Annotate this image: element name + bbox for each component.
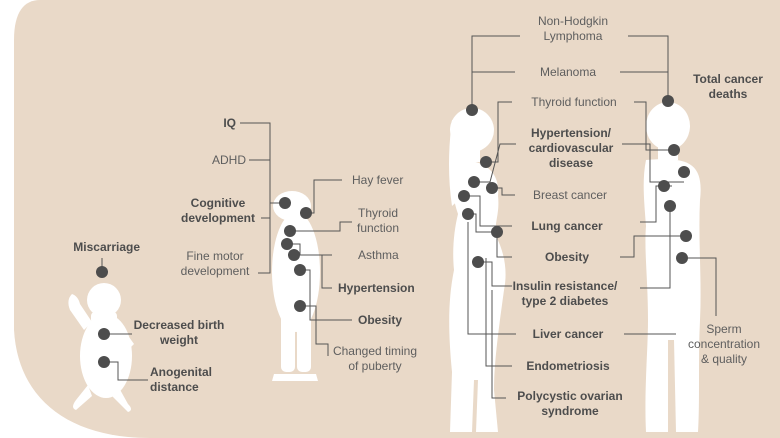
dot-man-obesity bbox=[680, 230, 692, 242]
dot-woman-liver bbox=[462, 208, 474, 220]
label-polycystic-ovarian-syndrome: Polycystic ovarian syndrome bbox=[506, 389, 634, 419]
label-decreased-birth-weight: Decreased birth weight bbox=[124, 318, 234, 348]
dot-miscarriage bbox=[96, 266, 108, 278]
dot-man-lung bbox=[658, 180, 670, 192]
label-adhd: ADHD bbox=[170, 153, 246, 168]
label-breast-cancer: Breast cancer bbox=[515, 188, 625, 203]
label-adult-obesity: Obesity bbox=[512, 250, 622, 265]
dot-child-hypertension bbox=[294, 264, 306, 276]
dot-child-obesity bbox=[294, 300, 306, 312]
dot-sperm bbox=[676, 252, 688, 264]
dot-woman-thyroid bbox=[480, 156, 492, 168]
dot-woman-obesity bbox=[491, 226, 503, 238]
label-child-obesity: Obesity bbox=[358, 313, 418, 328]
label-miscarriage: Miscarriage bbox=[30, 240, 140, 255]
label-child-thyroid-function: Thyroid function bbox=[348, 206, 408, 236]
label-changed-timing-of-puberty: Changed timing of puberty bbox=[330, 344, 420, 374]
dot-woman-insulin bbox=[472, 256, 484, 268]
dot-fine-motor bbox=[288, 249, 300, 261]
dot-total-cancer bbox=[662, 95, 674, 107]
label-child-hypertension: Hypertension bbox=[338, 281, 428, 296]
dot-cognitive bbox=[279, 197, 291, 209]
label-adult-thyroid-function: Thyroid function bbox=[512, 95, 636, 110]
label-cognitive-development: Cognitive development bbox=[178, 196, 258, 226]
label-hay-fever: Hay fever bbox=[352, 173, 432, 188]
label-hypertension-cardiovascular: Hypertension/ cardiovascular disease bbox=[516, 126, 626, 171]
dot-hay-fever bbox=[300, 207, 312, 219]
label-endometriosis: Endometriosis bbox=[508, 359, 628, 374]
label-fine-motor-development: Fine motor development bbox=[172, 249, 258, 279]
label-liver-cancer: Liver cancer bbox=[512, 327, 624, 342]
label-iq: IQ bbox=[180, 116, 236, 131]
dot-child-asthma bbox=[281, 238, 293, 250]
dot-woman-lung bbox=[458, 190, 470, 202]
label-lung-cancer: Lung cancer bbox=[512, 219, 622, 234]
label-total-cancer-deaths: Total cancer deaths bbox=[682, 72, 774, 102]
label-non-hodgkin-lymphoma: Non-Hodgkin Lymphoma bbox=[520, 14, 626, 44]
dot-anogenital bbox=[98, 356, 110, 368]
dot-child-thyroid bbox=[284, 225, 296, 237]
label-melanoma: Melanoma bbox=[516, 65, 620, 80]
dot-melanoma bbox=[466, 104, 478, 116]
label-sperm-concentration-quality: Sperm concentration & quality bbox=[676, 322, 772, 367]
dot-birth-weight bbox=[98, 328, 110, 340]
dot-breast-cancer bbox=[486, 182, 498, 194]
dot-man-liver bbox=[664, 200, 676, 212]
label-anogenital-distance: Anogenital distance bbox=[150, 365, 250, 395]
dot-man-hypertension bbox=[678, 166, 690, 178]
dot-man-thyroid bbox=[668, 144, 680, 156]
label-insulin-resistance: Insulin resistance/ type 2 diabetes bbox=[506, 279, 624, 309]
label-child-asthma: Asthma bbox=[358, 248, 418, 263]
dot-woman-hypertension bbox=[468, 176, 480, 188]
